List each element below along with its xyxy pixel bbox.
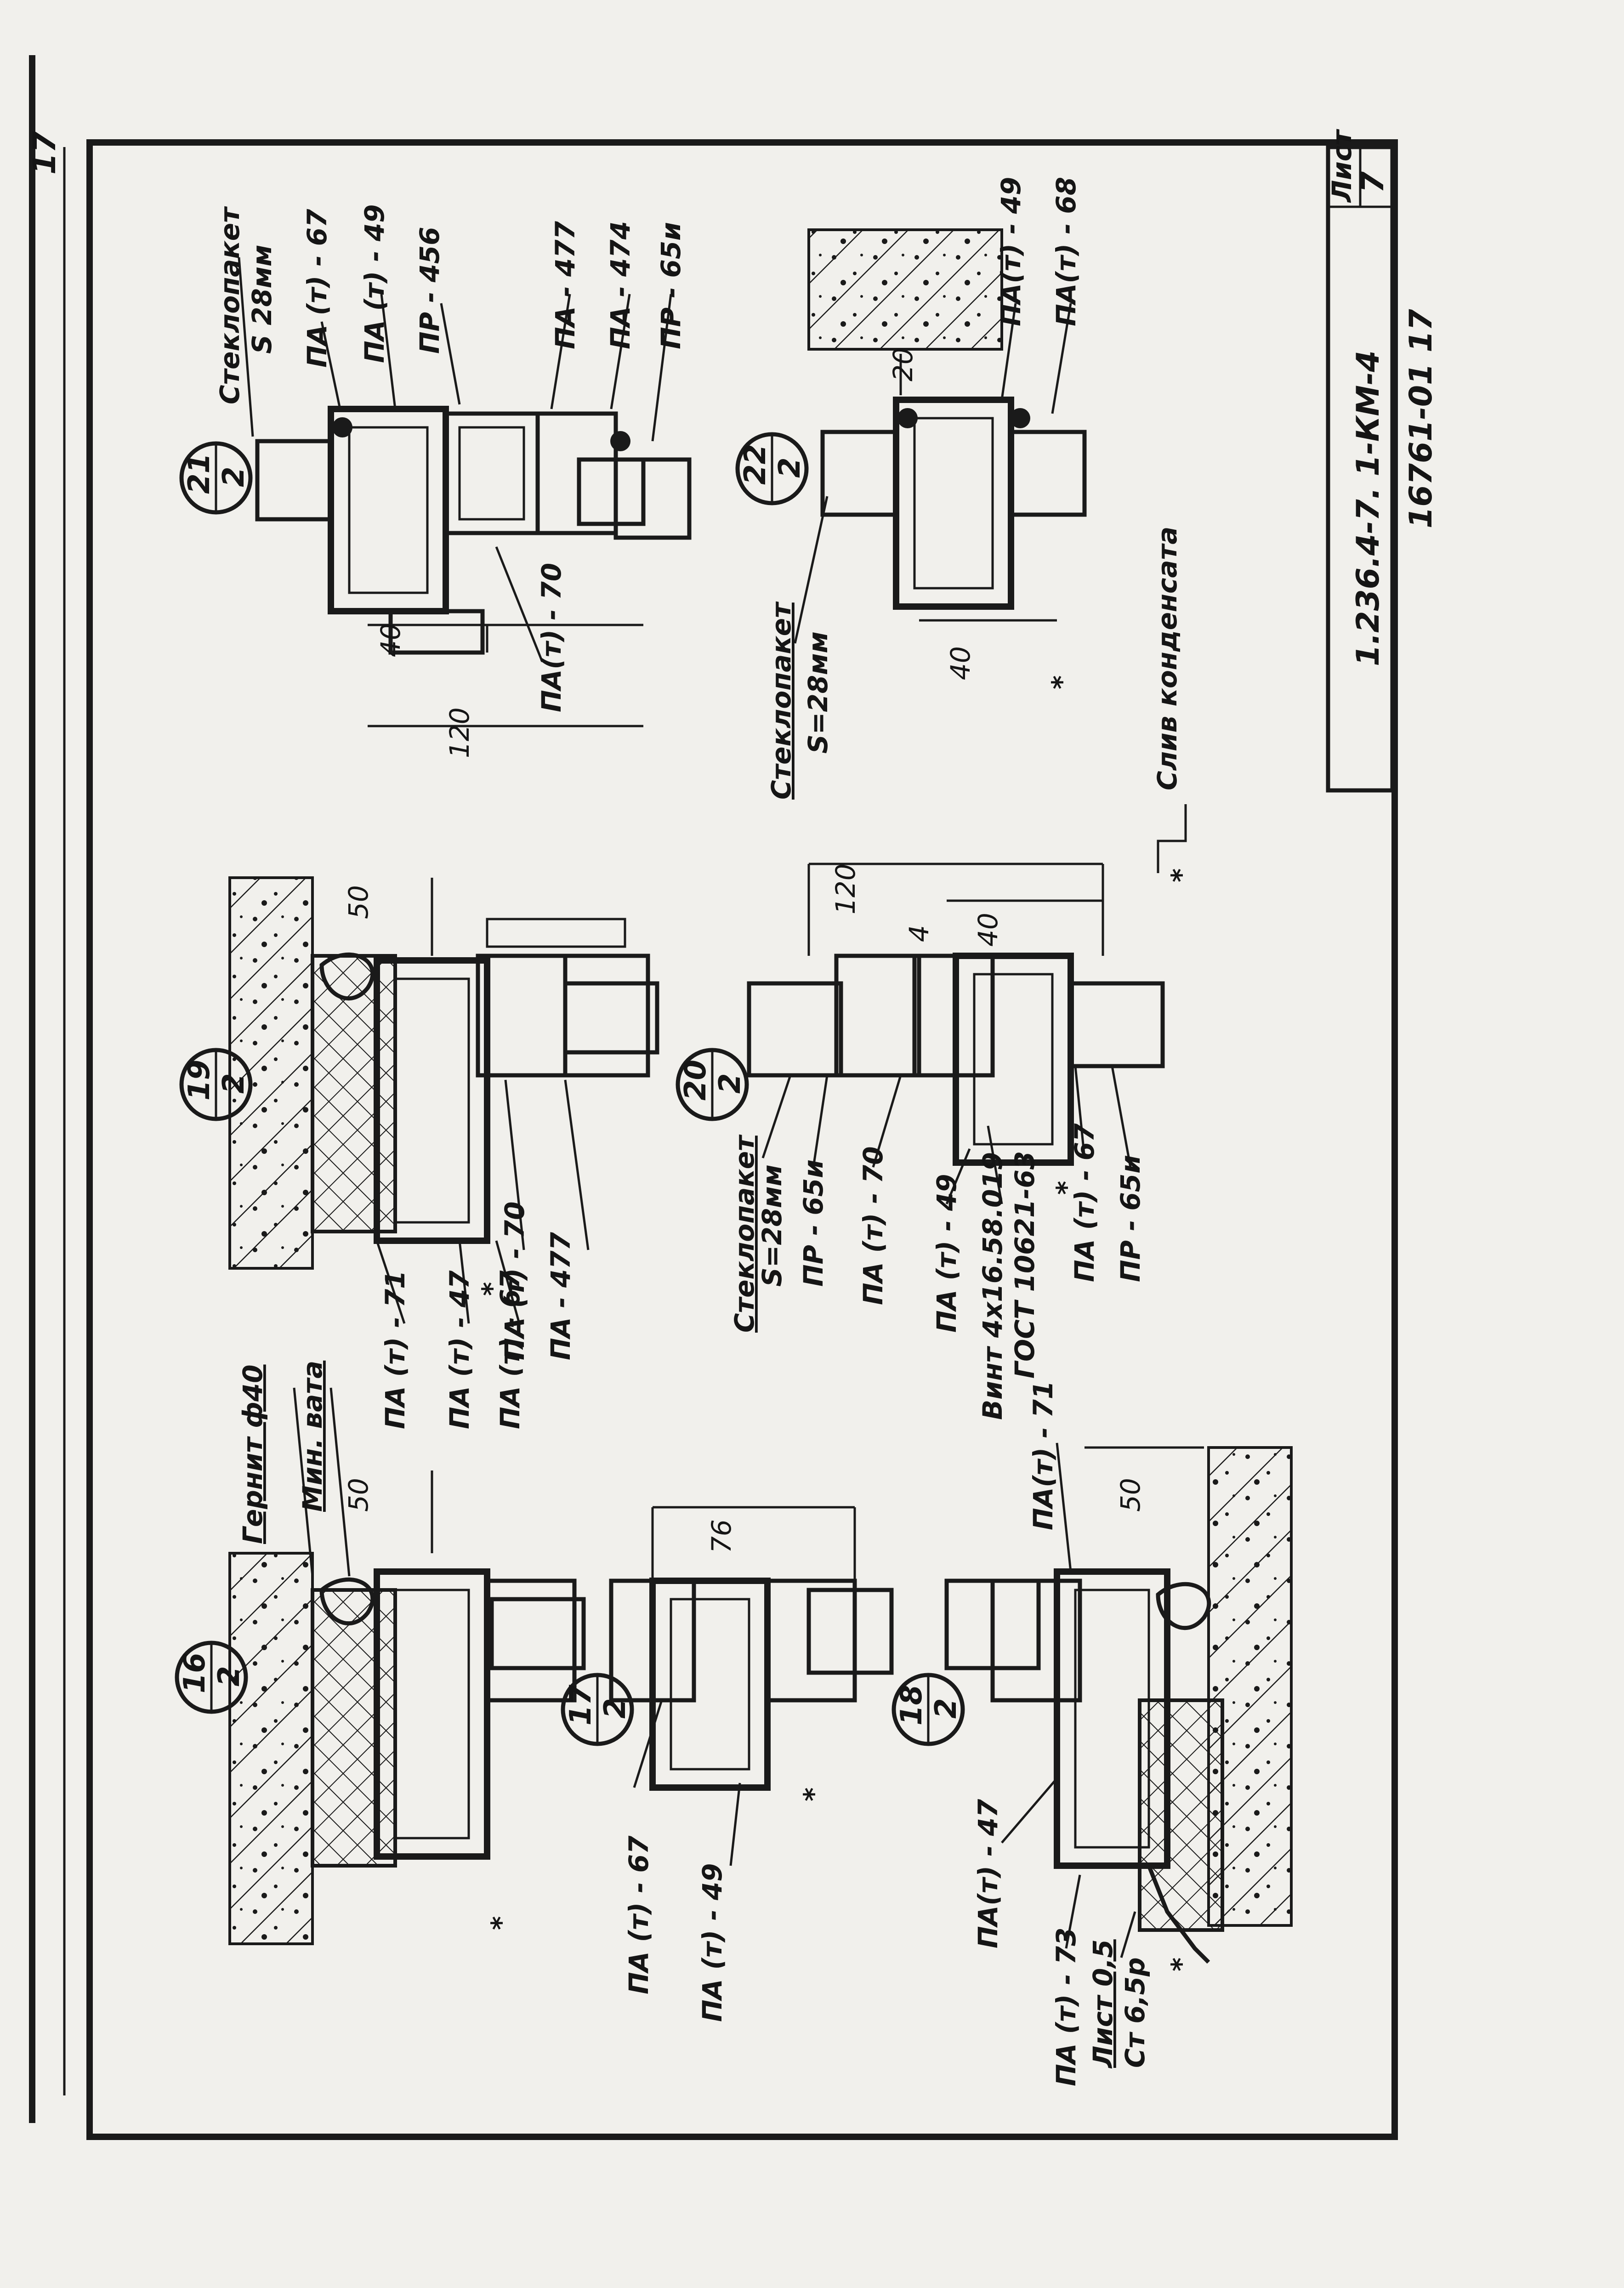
detail-22-dim-40: 40: [945, 646, 976, 680]
detail-22-label-glass: Стеклопакет: [766, 601, 797, 800]
detail-20-label-gost: ГОСТ 10621-63: [1009, 1151, 1040, 1379]
detail-21-label-pa49: ПА (т) - 49: [359, 204, 390, 363]
detail-18-number: 18: [895, 1685, 929, 1726]
binding-margin: 17: [27, 55, 66, 2123]
detail-22-sheet: 2: [773, 457, 807, 478]
detail-21-number: 21: [182, 453, 216, 494]
detail-17-label-pa67: ПА (т) - 67: [623, 1835, 654, 1994]
detail-18: 18 2 50 ПА(т) - 71 ПА(т) - 47 ПА (т) - 7…: [891, 1381, 1293, 2086]
detail-21-label-pa474: ПА - 474: [605, 221, 636, 349]
sheet-number: 7: [1355, 171, 1391, 193]
detail-21-label-pr65i: ПР - 65и: [655, 222, 687, 349]
detail-19-label-pa70: ПА (т) - 70: [499, 1202, 530, 1360]
detail-20-dim-120: 120: [830, 863, 861, 914]
detail-19-label-pa67: ПА (т) - 67: [494, 1270, 526, 1429]
detail-22-label-pa68: ПА(т) - 68: [1050, 177, 1082, 326]
detail-16: 16 2 50 Гернит ф40 Мин. вата *: [175, 1361, 586, 1945]
detail-20: 20 2 120 4 40 Стеклопакет S=28мм ПР - 65…: [676, 863, 1165, 1420]
detail-21-label-pa70: ПА(т) - 70: [536, 563, 567, 712]
detail-17-label-pa49: ПА (т) - 49: [697, 1863, 728, 2022]
detail-16-sheet: 2: [212, 1666, 246, 1686]
detail-18-label-steel: Ст 6,5р: [1119, 1957, 1151, 2068]
detail-21-label-glass-s: S 28мм: [246, 245, 278, 354]
drain-note-text: Слив конденсата: [1152, 527, 1183, 790]
detail-19-number: 19: [182, 1060, 216, 1101]
detail-18-label-pa73: ПА (т) - 73: [1050, 1928, 1082, 2086]
detail-19-asterisk: *: [476, 1282, 507, 1296]
drain-note: Слив конденсата *: [1152, 527, 1197, 882]
detail-21: 21 2 40 120 Стеклопакет S 28мм ПА (т) - …: [179, 204, 692, 758]
detail-18-asterisk: *: [1165, 1958, 1197, 1971]
sheet-label: Лист: [1326, 129, 1357, 203]
document-code-secondary: 16761-01 17: [1403, 309, 1439, 528]
detail-16-label-minwool: Мин. вата: [297, 1361, 328, 1512]
sheet-frame: [86, 139, 1398, 2140]
detail-20-sheet: 2: [713, 1073, 747, 1094]
detail-20-label-glass-s: S=28мм: [756, 1164, 788, 1287]
detail-18-label-pa47: ПА(т) - 47: [972, 1799, 1004, 1948]
detail-20-dim-4: 4: [903, 925, 935, 942]
detail-17: 17 2 76 ПА (т) - 67 ПА (т) - 49 *: [561, 1506, 894, 2022]
detail-17-number: 17: [564, 1684, 598, 1726]
detail-21-dim-120: 120: [444, 707, 475, 758]
detail-21-label-pa477: ПА - 477: [550, 221, 581, 349]
detail-20-label-pa67: ПА (т) - 67: [1069, 1123, 1100, 1282]
detail-20-number: 20: [679, 1060, 713, 1101]
detail-19-label-pa47: ПА (т) - 47: [444, 1270, 475, 1429]
detail-21-label-pr456: ПР - 456: [414, 227, 445, 354]
detail-20-label-glass: Стеклопакет: [729, 1134, 760, 1333]
detail-20-dim-40: 40: [972, 913, 1004, 947]
detail-16-label-gernit: Гернит ф40: [237, 1364, 268, 1544]
margin-mark: 17: [27, 131, 63, 175]
detail-19-sheet: 2: [217, 1073, 251, 1094]
detail-18-sheet: 2: [929, 1698, 963, 1719]
detail-19-label-pa71: ПА (т) - 71: [380, 1271, 411, 1429]
detail-16-asterisk: *: [485, 1916, 517, 1930]
detail-22-label-glass-s: S=28мм: [802, 631, 834, 754]
detail-22-dim-20: 20: [887, 347, 919, 381]
detail-17-asterisk: *: [798, 1788, 829, 1801]
drain-note-asterisk: *: [1165, 869, 1197, 882]
detail-21-label-glass: Стеклопакет: [214, 206, 245, 404]
detail-18-dim-50: 50: [1115, 1478, 1146, 1512]
detail-20-label-screw: Винт 4х16.58.019: [977, 1152, 1008, 1420]
detail-20-asterisk: *: [1050, 1181, 1082, 1195]
detail-16-dim-50: 50: [343, 1478, 374, 1512]
detail-19-label-pa477: ПА - 477: [545, 1232, 576, 1360]
detail-19: 19 2 50 ПА (т) - 70 ПА - 477 ПА (т) - 71…: [179, 876, 659, 1429]
detail-21-sheet: 2: [217, 466, 251, 487]
detail-20-label-pa70: ПА (т) - 70: [857, 1147, 889, 1305]
detail-18-label-sheet: Лист 0,5: [1087, 1939, 1119, 2069]
detail-17-dim-76: 76: [706, 1519, 737, 1553]
detail-22-label-pa49: ПА(т) - 49: [995, 177, 1027, 326]
title-block: Лист 7 1.236.4-7. 1-КМ-4 16761-01 17: [1326, 129, 1439, 793]
detail-19-dim-50: 50: [343, 885, 374, 919]
detail-22-asterisk: *: [1046, 676, 1077, 689]
detail-18-label-pa71: ПА(т) - 71: [1028, 1381, 1059, 1530]
detail-20-label-pr65i-2: ПР - 65и: [1115, 1155, 1146, 1282]
detail-21-label-pa67: ПА (т) - 67: [301, 209, 333, 368]
detail-21-dim-40: 40: [375, 623, 406, 657]
document-code: 1.236.4-7. 1-КМ-4: [1350, 350, 1386, 666]
detail-20-label-pa49: ПА (т) - 49: [931, 1174, 962, 1333]
detail-20-label-pr65i-1: ПР - 65и: [798, 1159, 829, 1287]
detail-22: 22 2 20 40 ПА(т) - 49 ПА(т) - 68 Стеклоп…: [735, 177, 1087, 800]
detail-16-number: 16: [178, 1652, 212, 1693]
detail-22-number: 22: [738, 444, 772, 485]
